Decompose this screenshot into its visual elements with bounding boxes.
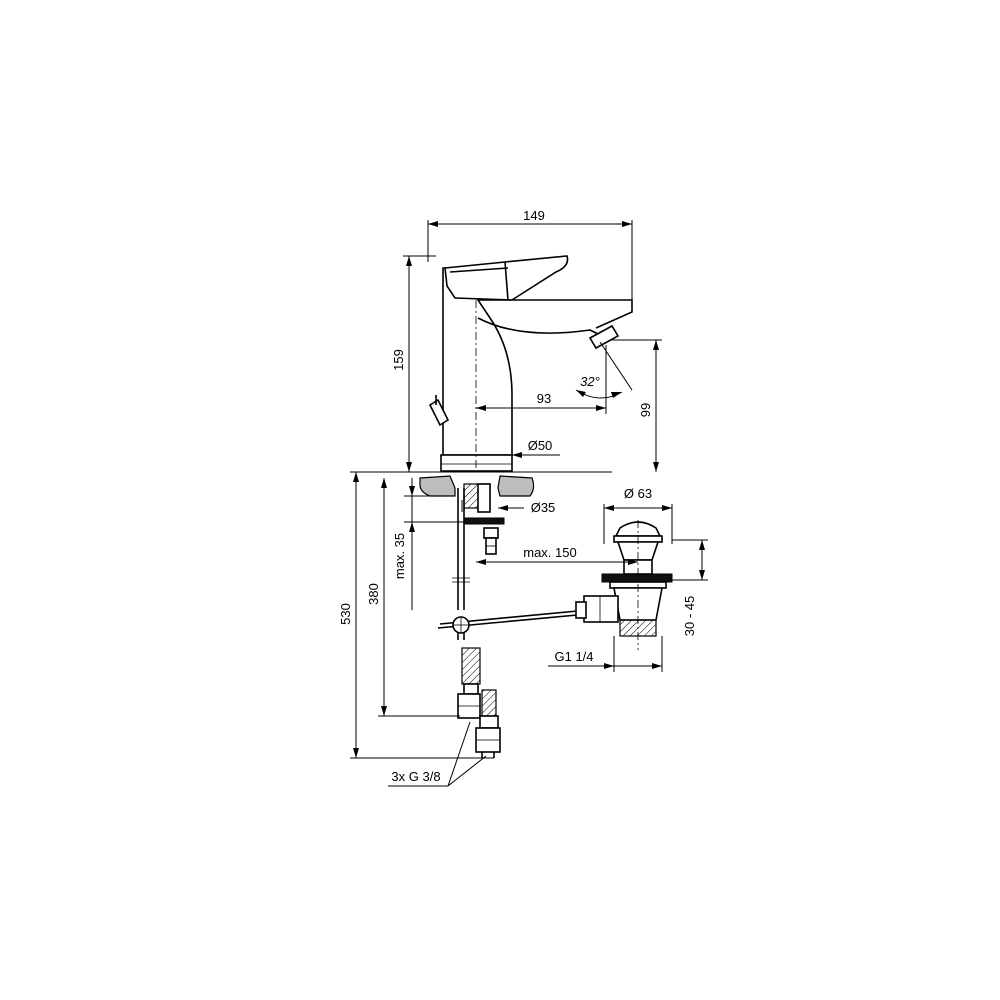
dim-max-150: max. 150 <box>523 545 576 560</box>
dim-3x-g-3-8: 3x G 3/8 <box>391 769 440 784</box>
waste-assembly <box>575 520 673 650</box>
dim-g1-1-4: G1 1/4 <box>554 649 593 664</box>
dim-30-45: 30 - 45 <box>682 596 697 636</box>
dim-max-35: max. 35 <box>392 533 407 579</box>
dimension-labels: 149 159 93 32° 99 Ø50 Ø35 max. 35 530 38… <box>338 208 697 784</box>
dim-32-angle: 32° <box>580 374 600 389</box>
countertop <box>352 471 612 497</box>
dimension-lines <box>350 220 708 787</box>
flex-hoses <box>457 647 501 758</box>
dim-93: 93 <box>537 391 551 406</box>
fixing-assembly <box>437 483 589 640</box>
dim-530: 530 <box>338 603 353 625</box>
dim-159: 159 <box>391 349 406 371</box>
dim-99: 99 <box>638 403 653 417</box>
dim-o63: Ø 63 <box>624 486 652 501</box>
dim-o50: Ø50 <box>528 438 553 453</box>
dim-149: 149 <box>523 208 545 223</box>
dim-380: 380 <box>366 583 381 605</box>
dim-o35: Ø35 <box>531 500 556 515</box>
